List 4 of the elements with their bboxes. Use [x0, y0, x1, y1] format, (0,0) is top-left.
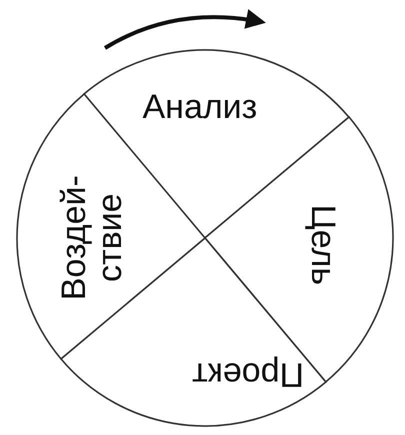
sector-label: Проект — [192, 356, 304, 392]
sector-label: Воздей- ствие — [56, 176, 128, 301]
sector-label: Анализ — [142, 90, 258, 126]
sector-label: Цель — [304, 204, 340, 286]
